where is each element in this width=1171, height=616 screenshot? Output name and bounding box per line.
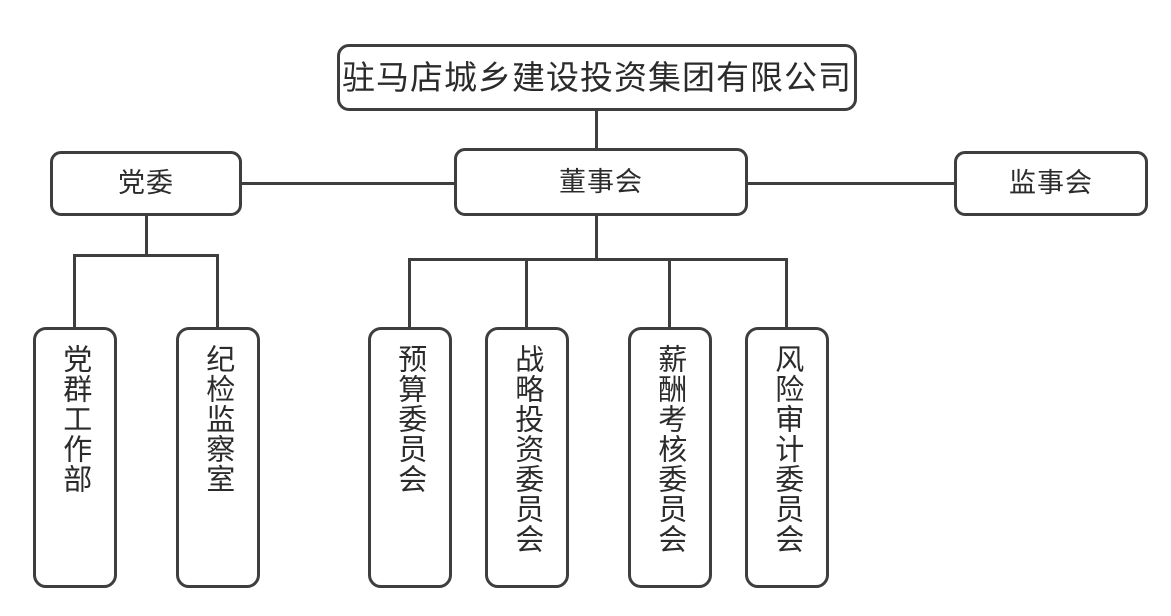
connector-party-child-drop-1 <box>73 254 76 328</box>
connector-party-child-drop-2 <box>216 254 219 328</box>
node-party-committee[interactable]: 党委 <box>50 151 242 216</box>
connector-board-child-drop-2 <box>525 258 528 328</box>
node-party-committee-label: 党委 <box>118 168 174 199</box>
node-discipline-inspection-office[interactable]: 纪检监察室 <box>176 327 260 588</box>
connector-board-child-drop-4 <box>785 258 788 328</box>
node-budget-committee-label: 预算委员会 <box>393 344 428 494</box>
node-compensation-assessment-committee[interactable]: 薪酬考核委员会 <box>628 327 712 588</box>
connector-board-child-drop-1 <box>408 258 411 328</box>
node-strategic-investment-committee-label: 战略投资委员会 <box>510 344 545 554</box>
node-risk-audit-committee-label: 风险审计委员会 <box>770 344 805 554</box>
node-board-of-supervisors[interactable]: 监事会 <box>954 151 1148 216</box>
connector-party-stem <box>145 216 148 256</box>
node-board-of-directors[interactable]: 董事会 <box>454 148 748 216</box>
connector-board-child-drop-3 <box>668 258 671 328</box>
connector-party-bus <box>73 254 219 257</box>
node-strategic-investment-committee[interactable]: 战略投资委员会 <box>485 327 569 588</box>
node-board-of-directors-label: 董事会 <box>559 166 643 198</box>
connector-board-stem <box>595 216 598 260</box>
node-budget-committee[interactable]: 预算委员会 <box>368 327 452 588</box>
node-party-mass-work-dept-label: 党群工作部 <box>58 344 93 494</box>
node-root-company[interactable]: 驻马店城乡建设投资集团有限公司 <box>337 44 857 111</box>
node-party-mass-work-dept[interactable]: 党群工作部 <box>33 327 117 588</box>
connector-board-bus <box>408 258 788 261</box>
node-risk-audit-committee[interactable]: 风险审计委员会 <box>745 327 829 588</box>
node-board-of-supervisors-label: 监事会 <box>1009 168 1093 199</box>
connector-root-stem <box>595 111 598 153</box>
node-compensation-assessment-committee-label: 薪酬考核委员会 <box>653 344 688 554</box>
node-discipline-inspection-office-label: 纪检监察室 <box>201 344 236 494</box>
node-root-company-label: 驻马店城乡建设投资集团有限公司 <box>342 58 852 97</box>
